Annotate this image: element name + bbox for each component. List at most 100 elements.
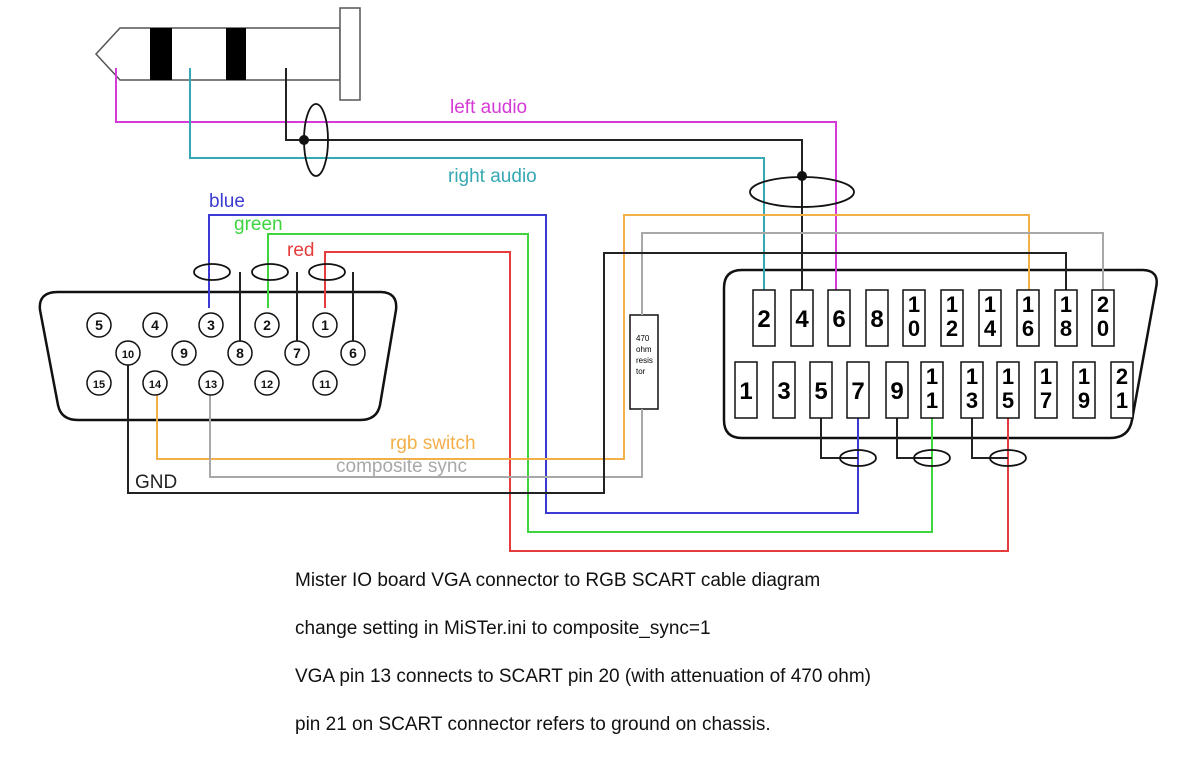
resistor-label-3: resis: [636, 356, 653, 365]
scart-pin-label-10-digit1: 1: [908, 292, 920, 317]
label-red: red: [287, 240, 314, 261]
scart-pin-label-14-digit1: 1: [984, 292, 996, 317]
scart-pin-label-17-digit2: 7: [1040, 388, 1052, 413]
vga-pin-11: [312, 370, 338, 396]
jack-junction-dot: [299, 135, 309, 145]
jack-collar: [339, 7, 361, 101]
scart-pin-7: [846, 361, 870, 419]
vga-pin-1: [312, 312, 338, 338]
scart-pin-19: [1072, 361, 1096, 419]
scart-pin-label-15-digit1: 1: [1002, 364, 1014, 389]
wire-blue: [208, 214, 859, 514]
vga-pin-label-5: 5: [95, 317, 103, 333]
wires: [115, 68, 1104, 552]
scart-pin-label-12-digit2: 2: [946, 316, 958, 341]
scart-pin-label-13-digit1: 1: [966, 364, 978, 389]
scart-pin-label-10-digit2: 0: [908, 316, 920, 341]
wire-composite-sync: [209, 390, 643, 478]
scart-ground-pin9: [896, 418, 932, 459]
scart-pin-label-18-digit2: 8: [1060, 316, 1072, 341]
jack-tip: [94, 27, 341, 81]
scart-ground-pin13: [971, 418, 1008, 459]
scart-pin-label-12-digit1: 1: [946, 292, 958, 317]
vga-pin-15: [86, 370, 112, 396]
vga-shield-red: [308, 263, 346, 281]
scart-pin-13: [960, 361, 984, 419]
scart-pin-label-1: 1: [739, 378, 752, 405]
scart-pin-label-7: 7: [851, 378, 864, 405]
vga-pin-6: [340, 340, 366, 366]
note-setting: change setting in MiSTer.ini to composit…: [295, 618, 711, 639]
audio-jack: [94, 7, 361, 101]
vga-pin-label-6: 6: [349, 345, 357, 361]
vga-pin-label-12: 12: [261, 379, 273, 391]
scart-shield-blue: [839, 449, 877, 467]
wire-right-audio: [189, 68, 765, 290]
scart-pin-label-2: 2: [757, 306, 770, 333]
vga-pin-label-7: 7: [293, 345, 301, 361]
scart-pin-17: [1034, 361, 1058, 419]
vga-pin-label-8: 8: [236, 345, 244, 361]
vga-pin-label-15: 15: [93, 379, 105, 391]
wire-audio-ground: [285, 68, 803, 290]
scart-pin-label-9: 9: [890, 378, 903, 405]
scart-pin-4: [790, 289, 814, 347]
scart-pin-label-21-digit2: 1: [1116, 388, 1128, 413]
vga-pin-label-2: 2: [263, 317, 271, 333]
scart-pin-label-13-digit2: 3: [966, 388, 978, 413]
resistor-body: [629, 314, 659, 410]
scart-pin-label-8: 8: [870, 306, 883, 333]
scart-pin-label-14-digit2: 4: [984, 316, 997, 341]
scart-pin-label-20-digit1: 2: [1097, 292, 1109, 317]
scart-pin-label-20-digit2: 0: [1097, 316, 1109, 341]
scart-pin-5: [809, 361, 833, 419]
scart-pin-label-18-digit1: 1: [1060, 292, 1072, 317]
vga-pin-label-10: 10: [122, 349, 134, 361]
vga-shield-blue: [193, 263, 231, 281]
label-blue: blue: [209, 191, 245, 212]
scart-pin-label-15-digit2: 5: [1002, 388, 1014, 413]
wire-red: [324, 251, 1009, 552]
vga-pin-7: [284, 340, 310, 366]
note-pin13: VGA pin 13 connects to SCART pin 20 (wit…: [295, 666, 871, 687]
label-composite-sync: composite sync: [336, 456, 467, 477]
label-right-audio: right audio: [448, 166, 537, 187]
label-green: green: [234, 214, 283, 235]
resistor-label-1: 470: [636, 334, 650, 343]
scart-pin-label-19-digit2: 9: [1078, 388, 1090, 413]
label-rgb-switch: rgb switch: [390, 433, 476, 454]
vga-pin-label-1: 1: [321, 317, 329, 333]
wire-labels: left audio right audio blue green red rg…: [135, 97, 537, 493]
vga-pin-4: [142, 312, 168, 338]
scart-pin-label-11-digit1: 1: [926, 364, 938, 389]
scart-pin-16: [1016, 289, 1040, 347]
scart-pin-8: [865, 289, 889, 347]
scart-pin-label-21-digit1: 2: [1116, 364, 1128, 389]
scart-pin-label-6: 6: [832, 306, 845, 333]
scart-pin-10: [902, 289, 926, 347]
scart-pin-20: [1091, 289, 1115, 347]
scart-pin-6: [827, 289, 851, 347]
resistor-label-2: ohm: [636, 345, 652, 354]
wire-left-audio: [115, 68, 837, 290]
scart-pin-12: [940, 289, 964, 347]
vga-pin-14: [142, 370, 168, 396]
label-left-audio: left audio: [450, 97, 527, 118]
scart-pin-label-3: 3: [777, 378, 790, 405]
label-gnd: GND: [135, 472, 177, 493]
scart-pin-label-5: 5: [814, 378, 827, 405]
scart-pin-3: [772, 361, 796, 419]
note-title: Mister IO board VGA connector to RGB SCA…: [295, 570, 821, 591]
jack-ring-band-1: [150, 28, 172, 80]
resistor-470-ohm: 470 ohm resis tor: [629, 314, 659, 410]
scart-pin-label-4: 4: [795, 306, 809, 333]
scart-pin-14: [978, 289, 1002, 347]
diagram-notes: Mister IO board VGA connector to RGB SCA…: [295, 570, 1175, 762]
scart-pin-1: [734, 361, 758, 419]
scart-pin-18: [1054, 289, 1078, 347]
scart-pin-label-16-digit2: 6: [1022, 316, 1034, 341]
scart-ground-pin5: [820, 418, 858, 459]
